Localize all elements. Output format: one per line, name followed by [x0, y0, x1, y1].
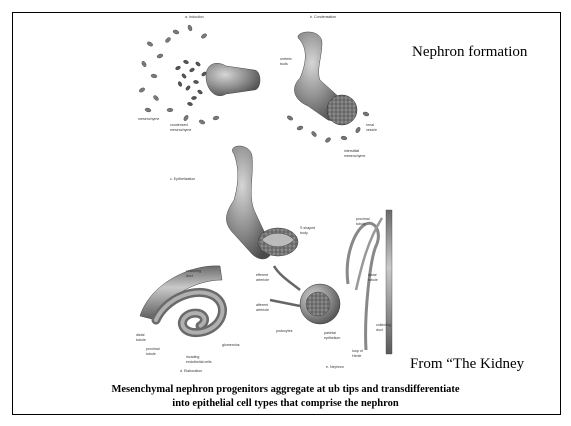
- panel-c-epithelization: c. Epithelization S shaped body: [170, 146, 315, 259]
- panel-d-elaboration: d. Elaboration collecting duct distal tu…: [136, 266, 240, 373]
- label-d-duct: duct: [186, 274, 193, 278]
- panel-a-induction: a. Induction: [138, 15, 260, 132]
- label-d-invading: invading: [186, 355, 199, 359]
- label-e-podocytes: podocytes: [276, 329, 293, 333]
- label-e-proximal: proximal: [356, 217, 370, 221]
- label-buds: buds: [280, 62, 288, 66]
- caption-line-1: Mesenchymal nephron progenitors aggregat…: [20, 383, 551, 397]
- label-e-proximal-tubule: tubule: [356, 222, 366, 226]
- label-ureteric: ureteric: [280, 57, 292, 61]
- label-e-efferent: efferent: [256, 273, 268, 277]
- collecting-duct-e: [386, 210, 392, 354]
- label-d-proximal: proximal: [146, 347, 160, 351]
- label-d-glomerulus: glomerulus: [222, 343, 240, 347]
- panel-b-condensation: b. Condensation ureteric buds renal vesi…: [280, 15, 377, 158]
- label-e-distal-tubule: tubule: [368, 278, 378, 282]
- label-e-henle: Henle: [352, 354, 361, 358]
- frame-border-left: [12, 12, 13, 415]
- condensed-mesenchyme: [175, 60, 207, 107]
- label-body: body: [300, 231, 308, 235]
- label-e-efferent-arteriole: arteriole: [256, 278, 269, 282]
- label-e-afferent-arteriole: arteriole: [256, 308, 269, 312]
- glomerulus-tuft: [306, 292, 330, 316]
- label-vesicle: vesicle: [366, 128, 377, 132]
- ureteric-bud-a: [206, 63, 260, 96]
- caption-line-2: into epithelial cell types that comprise…: [20, 397, 551, 411]
- label-d-proximal-tubule: tubule: [146, 352, 156, 356]
- nephron-formation-figure: a. Induction: [130, 14, 400, 376]
- source-note: From “The Kidney: [410, 356, 524, 373]
- label-d-distal: distal: [136, 333, 145, 337]
- panel-a-title: a. Induction: [185, 15, 204, 19]
- label-condensed: condensed: [170, 123, 188, 127]
- panel-c-title: c. Epithelization: [170, 177, 195, 181]
- label-e-collecting: collecting: [376, 323, 391, 327]
- label-e-epithelium: epithelium: [324, 336, 340, 340]
- renal-vesicle: [327, 95, 357, 125]
- label-e-duct: duct: [376, 328, 383, 332]
- frame-border-bottom: [12, 414, 561, 415]
- label-e-loop-of: loop of: [352, 349, 363, 353]
- panel-e-title: e. Nephron: [326, 365, 344, 369]
- label-mesenchyme: mesenchyme: [138, 117, 159, 121]
- loop-of-henle: [347, 223, 378, 350]
- efferent-arteriole: [274, 266, 300, 290]
- frame-border-right: [560, 12, 561, 415]
- label-d-endothelial: endothelial cells: [186, 360, 212, 364]
- afferent-arteriole: [270, 300, 300, 306]
- label-condensed-mesenchyme: mesenchyme: [170, 128, 191, 132]
- label-e-distal: distal: [368, 273, 377, 277]
- panel-b-title: b. Condensation: [310, 15, 336, 19]
- label-e-parietal: parietal: [324, 331, 336, 335]
- panel-d-title: d. Elaboration: [180, 369, 202, 373]
- label-d-collecting: collecting: [186, 269, 201, 273]
- label-s-shaped: S shaped: [300, 226, 315, 230]
- figure-caption: Mesenchymal nephron progenitors aggregat…: [20, 383, 551, 411]
- label-renal: renal: [366, 123, 374, 127]
- label-interstitial: interstitial: [344, 149, 359, 153]
- label-e-afferent: afferent: [256, 303, 268, 307]
- label-interstitial-mesenchyme: mesenchyme: [344, 154, 365, 158]
- slide-title: Nephron formation: [412, 44, 527, 61]
- label-d-distal-tubule: tubule: [136, 338, 146, 342]
- frame-border-top: [12, 12, 561, 13]
